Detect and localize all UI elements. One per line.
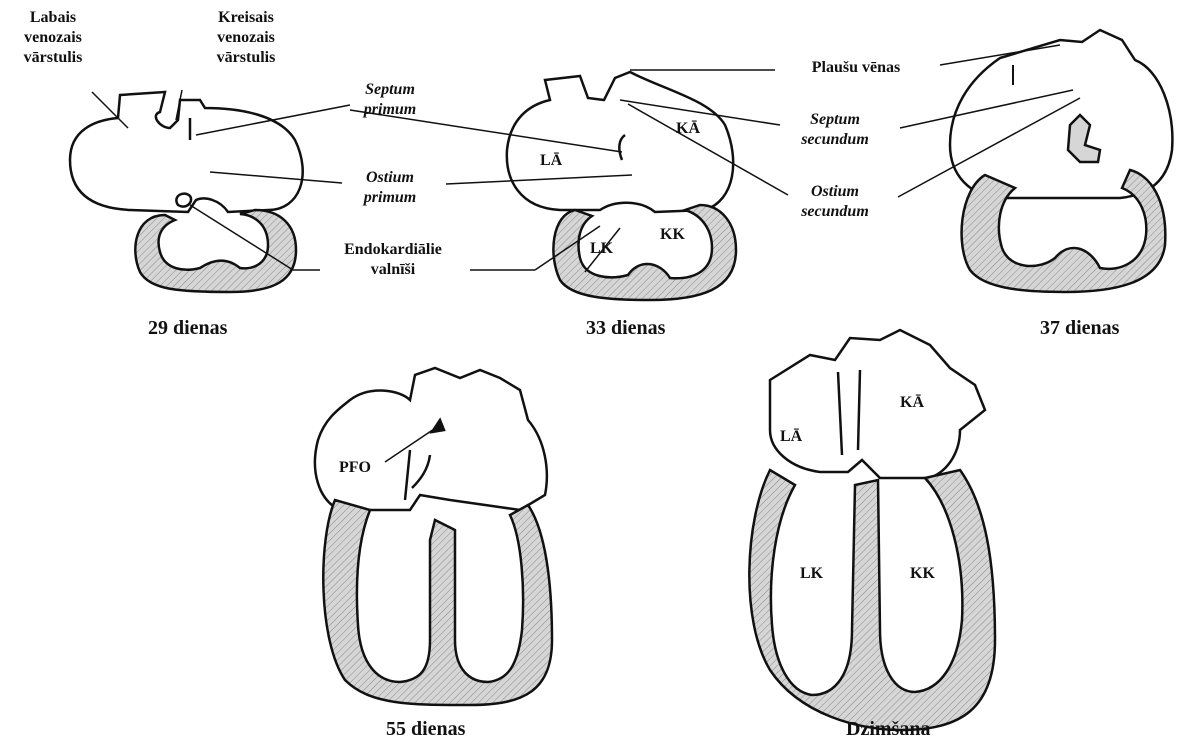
heart-29-ventricle-wall [135,210,296,292]
stage-caption-55-days: 55 dienas [386,718,465,741]
chamber-33-left-ventricle: LK [590,240,613,258]
chamber-33-left-atrium: LĀ [540,152,562,170]
heart-33-ventricle-wall [553,205,736,300]
heart-37-days [898,30,1172,292]
label-septum-primum: Septum primum [340,80,440,120]
label-left-venous-valve: Kreisais venozais vārstulis [196,8,296,68]
label-ostium-secundum: Ostium secundum [780,182,890,222]
heart-birth-septum [838,370,860,455]
heart-29-days [70,90,350,292]
chamber-birth-left-atrium: LĀ [780,428,802,446]
stage-caption-birth: Dzimšana [846,718,930,741]
heart-birth-atrium [770,330,985,478]
stage-caption-33-days: 33 dienas [586,317,665,340]
label-pulmonary-veins: Plaušu vēnas [776,58,936,78]
heart-55-ventricle-wall [323,500,552,705]
heart-33-septum-primum [619,135,625,160]
stage-caption-37-days: 37 dienas [1040,317,1119,340]
label-septum-secundum: Septum secundum [780,110,890,150]
label-endocardial-cushions: Endokardiālie valnīši [318,240,468,280]
label-ostium-primum: Ostium primum [340,168,440,208]
chamber-33-right-ventricle: KK [660,226,685,244]
stage-caption-29-days: 29 dienas [148,317,227,340]
chamber-33-right-atrium: KĀ [676,120,700,138]
heart-55-septum [405,450,430,500]
label-right-venous-valve: Labais venozais vārstulis [8,8,98,68]
heart-29-cushion [176,194,191,207]
heart-birth-ventricle-wall [749,470,995,730]
chamber-birth-right-ventricle: KK [910,565,935,583]
heart-55-atrium [315,368,547,510]
heart-37-septum-secundum [1068,115,1100,162]
heart-birth [749,330,995,730]
chamber-birth-left-ventricle: LK [800,565,823,583]
chamber-birth-right-atrium: KĀ [900,394,924,412]
heart-55-days [315,368,552,705]
label-pfo: PFO [330,458,380,478]
heart-37-ventricle-wall [962,170,1166,292]
